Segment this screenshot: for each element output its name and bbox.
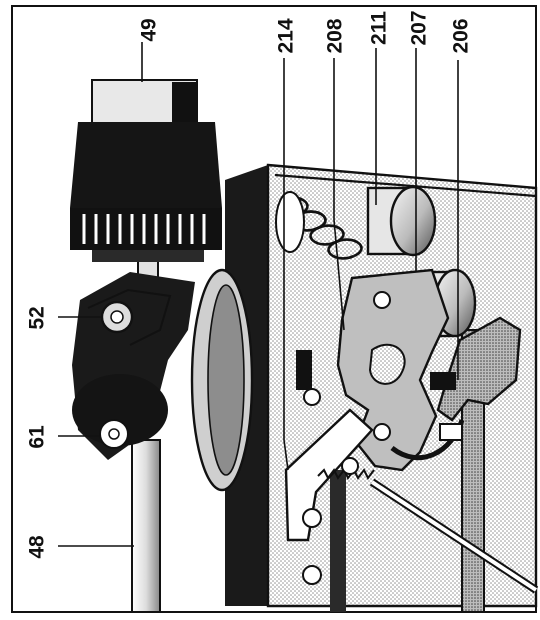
latch-pin-lower — [439, 423, 463, 441]
callout-208: 208 — [324, 18, 347, 53]
guide-rod-48 — [131, 439, 161, 613]
knob-knurled-ring — [70, 208, 222, 250]
plate-screw-lower — [373, 423, 391, 441]
lever-plate-cutout — [368, 343, 406, 385]
callout-211: 211 — [368, 11, 391, 45]
callout-206: 206 — [450, 18, 473, 53]
leader-lines — [58, 42, 459, 547]
knurl-ridges — [82, 214, 206, 244]
callout-61: 61 — [26, 425, 49, 449]
latch-lever — [436, 316, 522, 422]
link-screw-lower — [302, 508, 322, 528]
housing-inner-edge — [274, 173, 537, 198]
knob-body — [70, 122, 222, 208]
callout-214: 214 — [275, 18, 298, 53]
roller-61 — [72, 374, 168, 446]
spring-end-cap — [275, 191, 305, 253]
plate-screw-upper — [373, 291, 391, 309]
roller-61-hub — [108, 428, 120, 440]
link-screw-middle — [341, 457, 359, 475]
latch-pin — [430, 372, 456, 390]
cam-knob-207-face — [389, 185, 437, 257]
knob-shaft-base — [92, 250, 204, 262]
link-screw-upper — [303, 388, 321, 406]
callout-207: 207 — [408, 10, 431, 45]
pulley-disc-rim — [207, 284, 245, 476]
knob-cap-shade — [172, 82, 196, 124]
link-screw-bottom — [302, 565, 322, 585]
bracket-post — [296, 350, 312, 390]
callout-48: 48 — [26, 535, 49, 559]
lever-bracket-highlight — [87, 288, 172, 346]
callout-52: 52 — [26, 306, 49, 329]
guide-rod-inner — [330, 470, 346, 612]
pivot-screw-52-hub — [110, 310, 124, 324]
drive-rod-highlight — [370, 480, 538, 592]
callout-49: 49 — [138, 18, 161, 41]
